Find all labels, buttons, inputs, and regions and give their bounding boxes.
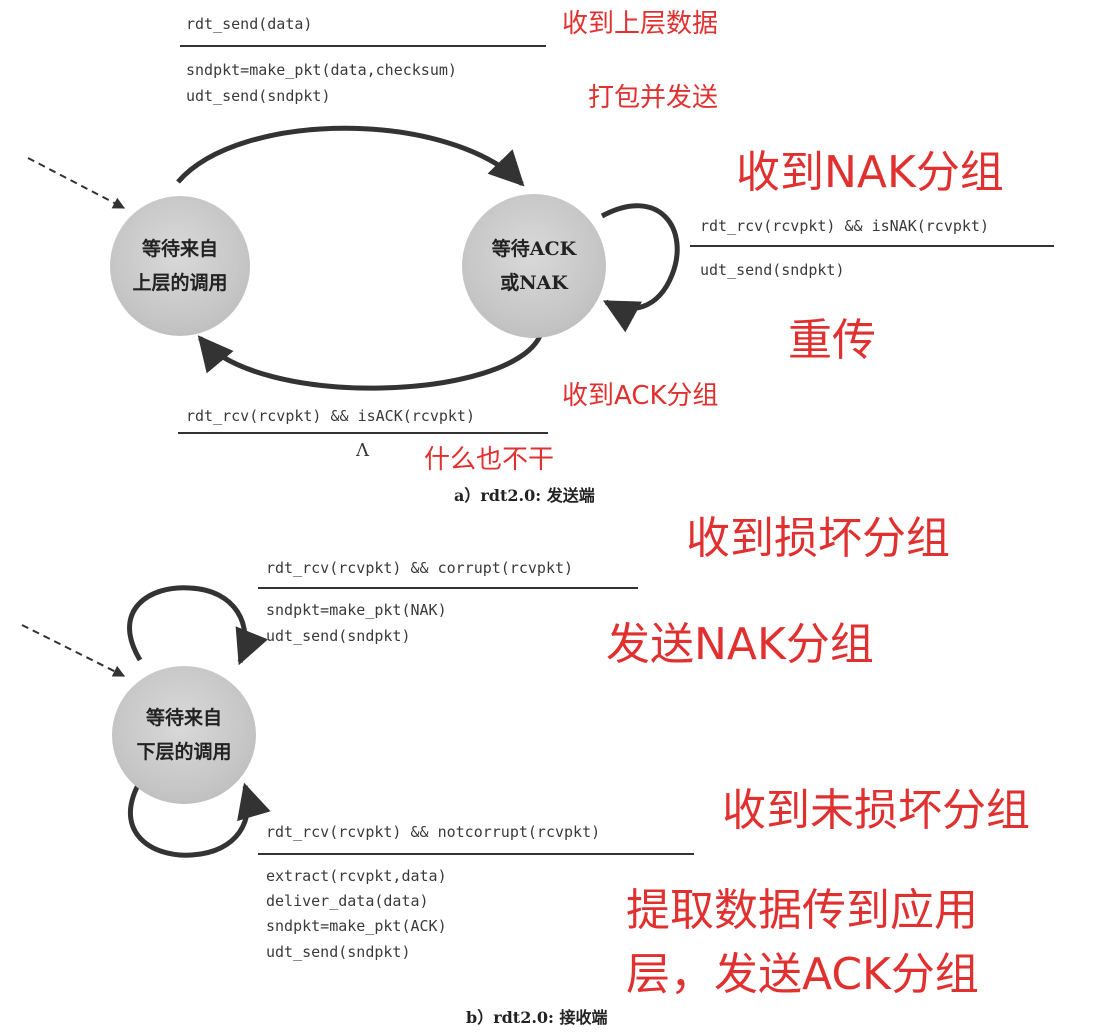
receiver-initial-arrow bbox=[21, 624, 126, 677]
receiver-state-line1: 等待来自 bbox=[145, 707, 222, 729]
sender-t1-action-1: sndpkt=make_pkt(data,checksum) bbox=[186, 61, 457, 79]
sender-state-wait-ack-line2: 或NAK bbox=[500, 272, 568, 294]
receiver-t1-action-2: udt_send(sndpkt) bbox=[266, 627, 411, 645]
sender-t3-note-action: 什么也不干 bbox=[424, 445, 555, 475]
sender-send-arrow bbox=[176, 125, 525, 187]
sender-initial-arrow bbox=[27, 157, 126, 209]
sender-caption: a）rdt2.0: 发送端 bbox=[454, 486, 595, 505]
receiver-state-wait-below: 等待来自 下层的调用 bbox=[112, 666, 256, 804]
sender-t3-event: rdt_rcv(rcvpkt) && isACK(rcvpkt) bbox=[186, 407, 475, 425]
sender-t3-rule bbox=[178, 432, 548, 434]
sender-t1-note-event: 收到上层数据 bbox=[562, 9, 719, 39]
sender-state-wait-above-line1: 等待来自 bbox=[141, 238, 218, 260]
sender-t1-rule bbox=[180, 45, 546, 47]
receiver-corrupt-loop-arrow bbox=[127, 585, 269, 666]
receiver-t2-note-action-line2: 层，发送ACK分组 bbox=[626, 949, 979, 1000]
receiver-caption: b）rdt2.0: 接收端 bbox=[466, 1008, 608, 1027]
sender-t2-note-action: 重传 bbox=[788, 315, 876, 366]
sender-t1-action-2: udt_send(sndpkt) bbox=[186, 87, 331, 105]
sender-state-wait-above: 等待来自 上层的调用 bbox=[110, 196, 250, 336]
receiver-t2-action-3: sndpkt=make_pkt(ACK) bbox=[266, 917, 447, 935]
receiver-t2-note-event: 收到未损坏分组 bbox=[722, 785, 1030, 836]
sender-state-wait-above-line2: 上层的调用 bbox=[132, 272, 228, 294]
receiver-t1-note-event: 收到损坏分组 bbox=[686, 513, 950, 564]
sender-t1-event: rdt_send(data) bbox=[186, 15, 313, 33]
sender-t3-action-lambda: Λ bbox=[356, 440, 369, 461]
receiver-t2-note-action-line1: 提取数据传到应用 bbox=[626, 885, 978, 936]
sender-state-wait-ack: 等待ACK 或NAK bbox=[462, 194, 606, 338]
receiver-t2-action-2: deliver_data(data) bbox=[266, 892, 429, 910]
sender-t2-rule bbox=[690, 245, 1054, 247]
receiver-t2-action-4: udt_send(sndpkt) bbox=[266, 943, 411, 961]
sender-t2-note-event: 收到NAK分组 bbox=[736, 147, 1004, 198]
sender-t1-note-action: 打包并发送 bbox=[588, 83, 719, 113]
sender-ack-arrow bbox=[197, 334, 543, 391]
receiver-t1-action-1: sndpkt=make_pkt(NAK) bbox=[266, 601, 447, 619]
sender-nak-loop-arrow bbox=[600, 203, 680, 333]
receiver-t2-action-1: extract(rcvpkt,data) bbox=[266, 867, 447, 885]
receiver-t1-rule bbox=[258, 587, 638, 589]
sender-t3-note-event: 收到ACK分组 bbox=[562, 381, 719, 411]
receiver-notcorrupt-loop-arrow bbox=[127, 776, 271, 858]
receiver-t1-event: rdt_rcv(rcvpkt) && corrupt(rcvpkt) bbox=[266, 559, 574, 577]
receiver-state-line2: 下层的调用 bbox=[136, 741, 232, 763]
sender-t2-event: rdt_rcv(rcvpkt) && isNAK(rcvpkt) bbox=[700, 217, 989, 235]
receiver-t1-note-action: 发送NAK分组 bbox=[606, 619, 874, 670]
sender-t2-action-1: udt_send(sndpkt) bbox=[700, 261, 845, 279]
receiver-t2-event: rdt_rcv(rcvpkt) && notcorrupt(rcvpkt) bbox=[266, 823, 601, 841]
sender-state-wait-ack-line1: 等待ACK bbox=[491, 238, 577, 260]
receiver-t2-rule bbox=[258, 853, 694, 855]
